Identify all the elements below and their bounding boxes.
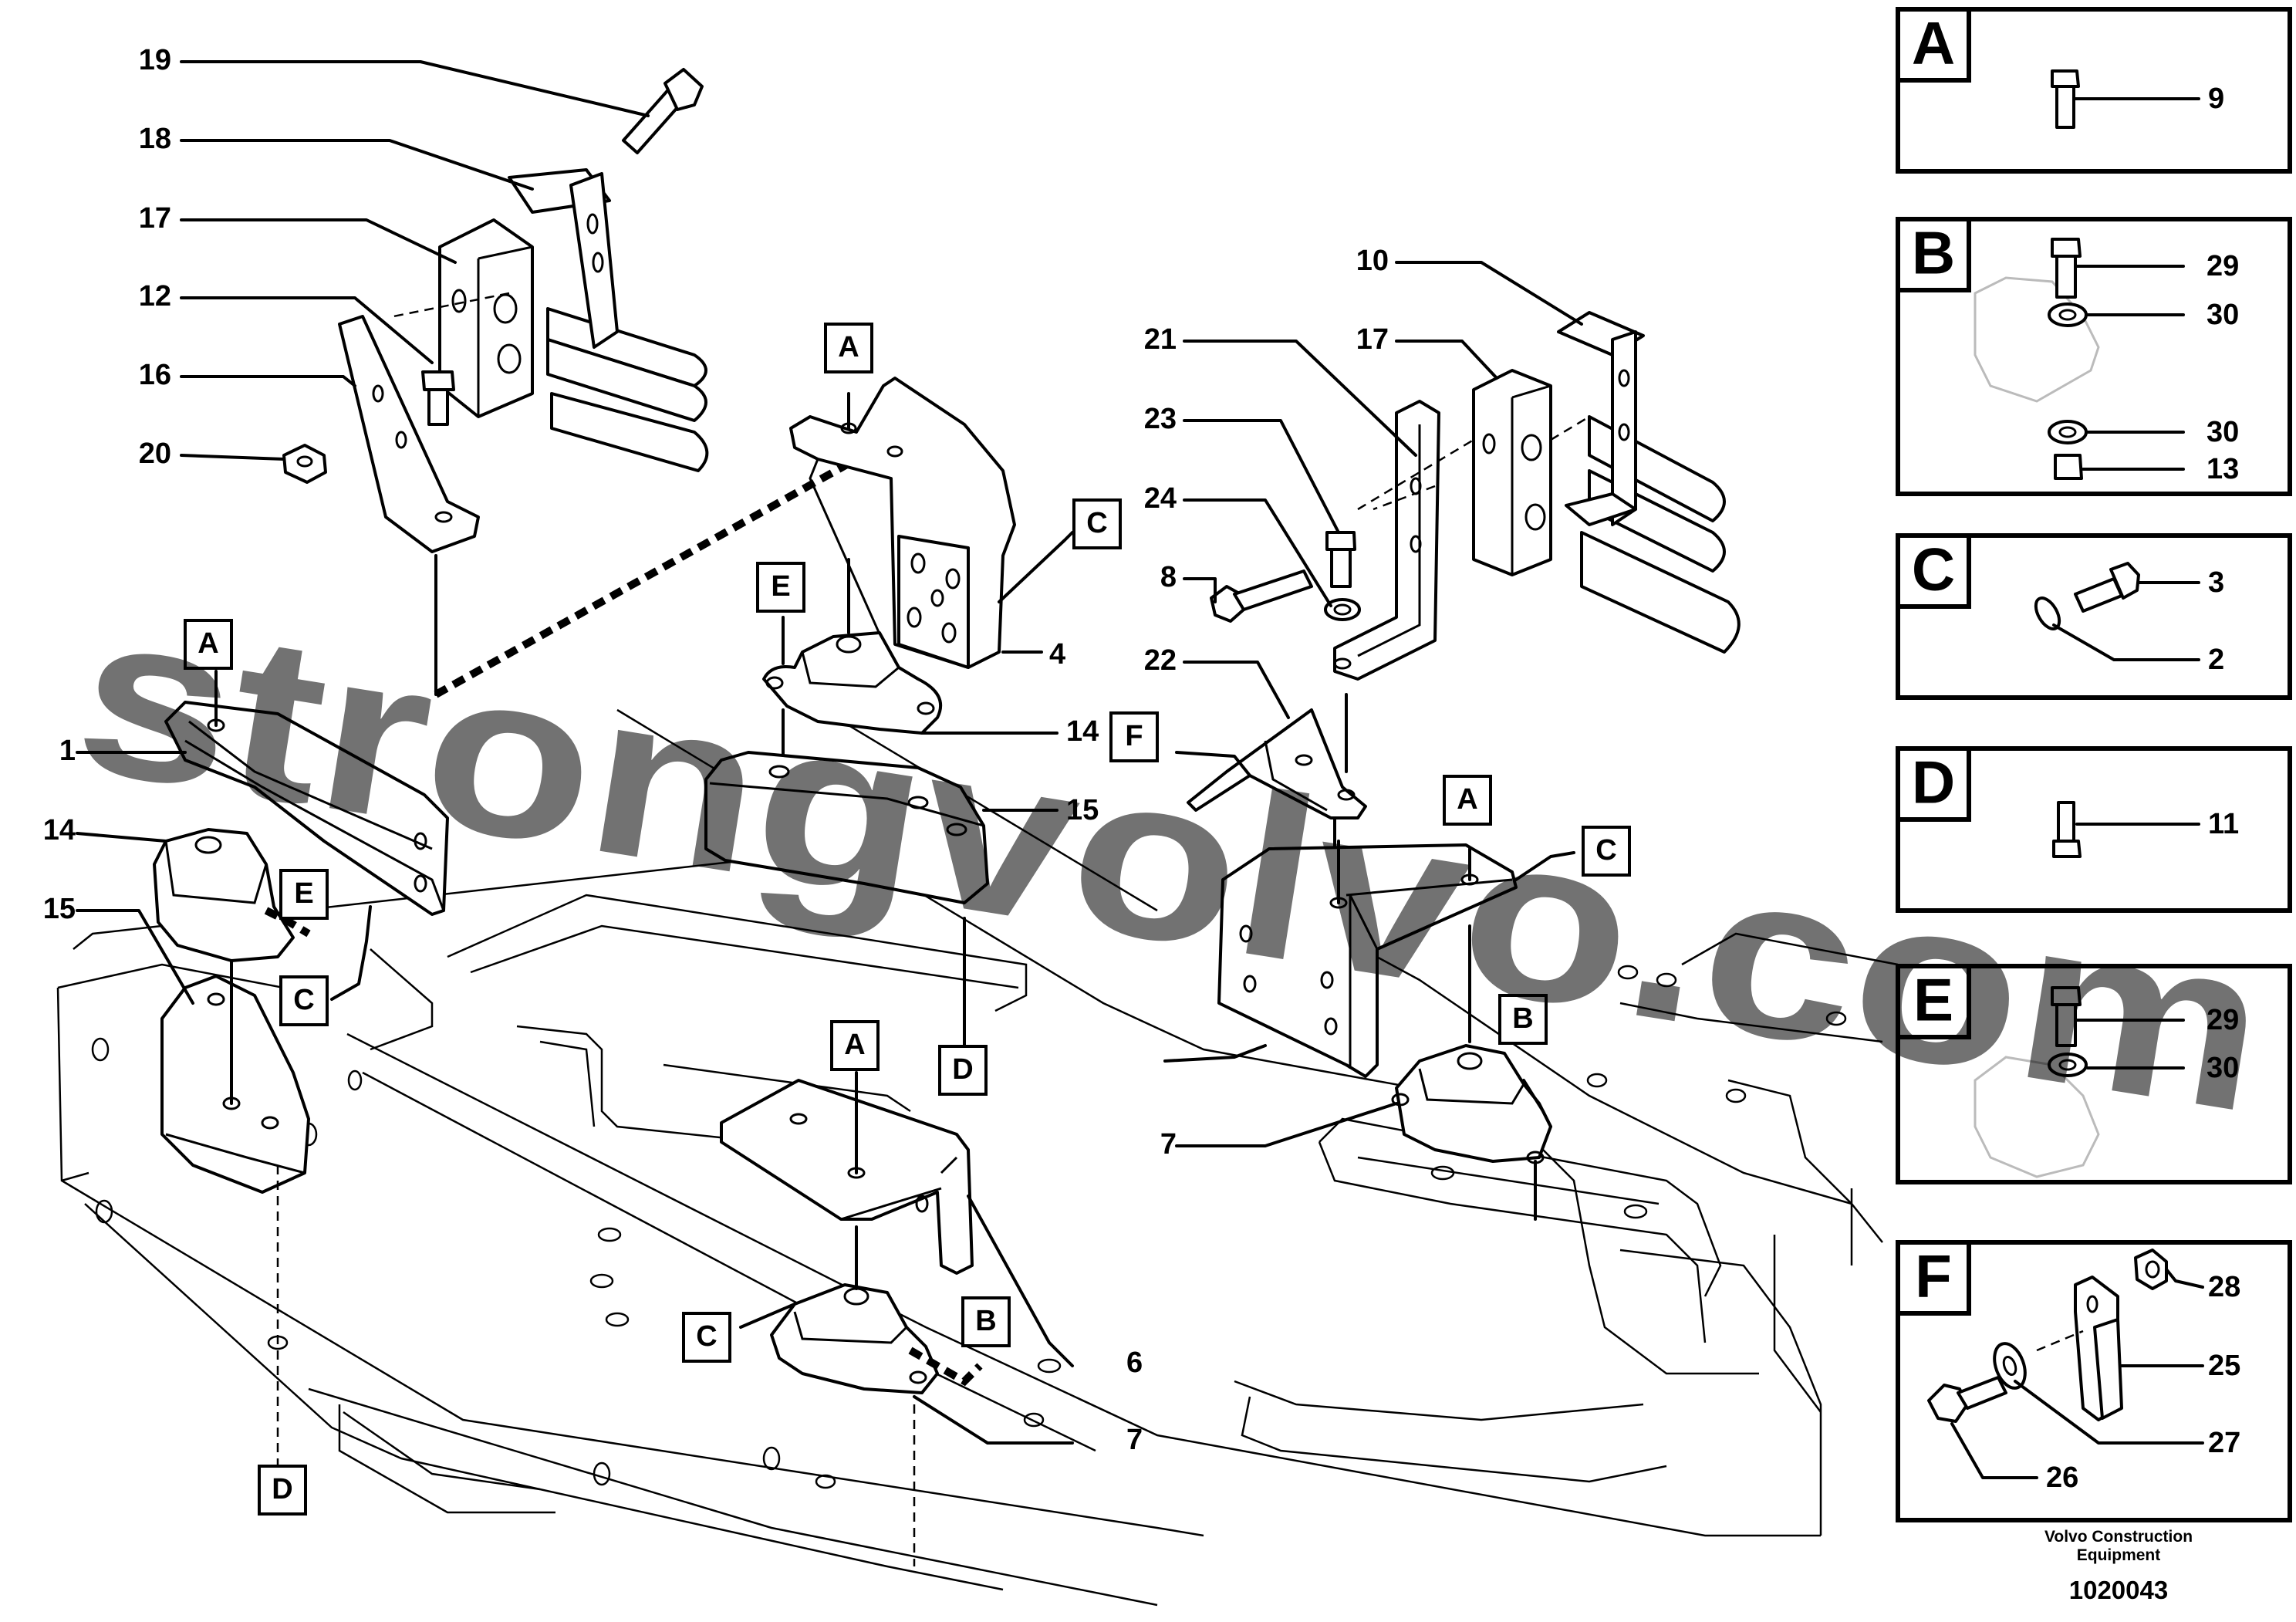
svg-text:C: C [1086, 507, 1107, 539]
ref-tag-C: C [1582, 826, 1631, 877]
svg-text:A: A [198, 627, 218, 660]
callout-17: 17 [139, 202, 171, 235]
svg-text:25: 25 [2208, 1350, 2240, 1382]
svg-text:30: 30 [2207, 299, 2239, 331]
callout-24: 24 [1144, 482, 1177, 515]
top-left-bracket-assembly [180, 60, 893, 698]
company-name-line-2: Equipment [2077, 1546, 2161, 1564]
callout-22: 22 [1144, 644, 1177, 677]
svg-text:27: 27 [2208, 1427, 2240, 1459]
callout-numbers: 19 18 17 12 16 20 1 14 15 4 14 15 6 7 10… [43, 44, 1389, 1456]
ref-tag-B: B [1498, 994, 1548, 1045]
ref-tag-B: B [961, 1296, 1011, 1347]
callout-14-center: 14 [1066, 715, 1099, 748]
ref-tag-A: A [830, 1020, 880, 1071]
ref-tag-E: E [756, 562, 805, 613]
detail-panel-E: E 29 30 [1896, 964, 2292, 1184]
callout-18: 18 [139, 123, 171, 155]
center-bracket-part-4 [789, 377, 1074, 669]
left-mount-assembly [76, 670, 449, 1466]
ref-tag-A: A [1443, 775, 1492, 826]
company-name-line-1: Volvo Construction [2044, 1528, 2193, 1546]
ref-tag-C: C [1072, 498, 1122, 549]
svg-text:28: 28 [2208, 1271, 2240, 1303]
svg-text:A: A [844, 1029, 865, 1061]
svg-text:D: D [1912, 748, 1955, 816]
callout-1: 1 [59, 735, 76, 767]
callout-21: 21 [1144, 323, 1177, 356]
svg-text:C: C [1595, 834, 1616, 867]
svg-text:B: B [975, 1305, 996, 1337]
callout-12: 12 [139, 280, 171, 313]
svg-text:C: C [293, 984, 314, 1016]
svg-text:13: 13 [2207, 453, 2239, 485]
detail-panel-A: A 9 [1896, 7, 2292, 174]
svg-text:C: C [696, 1320, 717, 1353]
drawing-number: 1020043 [2069, 1576, 2168, 1604]
detail-panels: A 9 B 29 30 30 13 C [1896, 7, 2292, 1522]
svg-text:11: 11 [2208, 808, 2239, 840]
svg-text:D: D [272, 1473, 292, 1505]
svg-text:B: B [1512, 1002, 1533, 1035]
svg-text:A: A [838, 331, 859, 363]
callout-14-left: 14 [43, 814, 76, 846]
svg-text:29: 29 [2207, 250, 2239, 282]
panel-letter: A [1912, 9, 1955, 77]
callout-15-center: 15 [1066, 794, 1099, 826]
detail-panel-F: F 28 25 27 26 [1896, 1240, 2292, 1522]
svg-text:A: A [1457, 783, 1477, 816]
reference-tags: A C E A E C D A C B D F A C B [184, 323, 1631, 1516]
callout-10: 10 [1356, 245, 1389, 277]
part-number: 9 [2208, 83, 2224, 115]
callout-23: 23 [1144, 403, 1177, 435]
center-lower-bracket-6-7 [720, 1071, 1074, 1566]
callout-20: 20 [139, 438, 171, 470]
detail-panel-D: D 11 [1896, 746, 2292, 913]
svg-text:F: F [1915, 1242, 1952, 1310]
callout-6: 6 [1126, 1347, 1143, 1379]
svg-text:29: 29 [2207, 1004, 2239, 1036]
callout-8: 8 [1160, 561, 1177, 593]
svg-text:26: 26 [2046, 1461, 2078, 1494]
drawing-footer: Volvo Construction Equipment 1020043 [2044, 1528, 2193, 1604]
svg-text:2: 2 [2208, 644, 2224, 676]
callout-17-right: 17 [1356, 323, 1389, 356]
detail-panel-B: B 29 30 30 13 [1896, 217, 2292, 496]
ref-tag-D: D [938, 1045, 988, 1096]
ref-tag-C: C [682, 1312, 731, 1363]
callout-19: 19 [139, 44, 171, 76]
svg-text:E: E [294, 877, 313, 910]
svg-text:30: 30 [2207, 416, 2239, 448]
ref-tag-C: C [279, 975, 329, 1026]
svg-text:C: C [1912, 536, 1955, 603]
callout-7-right: 7 [1160, 1128, 1177, 1161]
right-lower-bracket-and-mount [1163, 840, 1575, 1221]
ref-tag-A: A [184, 619, 233, 670]
callout-4: 4 [1049, 638, 1065, 671]
svg-text:D: D [952, 1053, 973, 1086]
ref-tag-F: F [1109, 711, 1159, 762]
ref-tag-D: D [258, 1465, 307, 1516]
ref-tag-E: E [279, 869, 329, 920]
svg-text:E: E [771, 570, 790, 603]
svg-text:B: B [1912, 219, 1955, 287]
svg-text:30: 30 [2207, 1052, 2239, 1084]
right-upper-bracket-assembly [1175, 261, 1741, 912]
callout-16: 16 [139, 359, 171, 391]
svg-text:E: E [1913, 966, 1953, 1034]
ref-tag-A: A [824, 323, 873, 373]
callout-15-left: 15 [43, 893, 76, 925]
svg-text:3: 3 [2208, 566, 2224, 599]
center-mount-14-15 [704, 616, 1059, 1051]
svg-text:F: F [1125, 720, 1143, 752]
callout-7-center: 7 [1126, 1424, 1143, 1456]
detail-panel-C: C 3 2 [1896, 533, 2292, 700]
